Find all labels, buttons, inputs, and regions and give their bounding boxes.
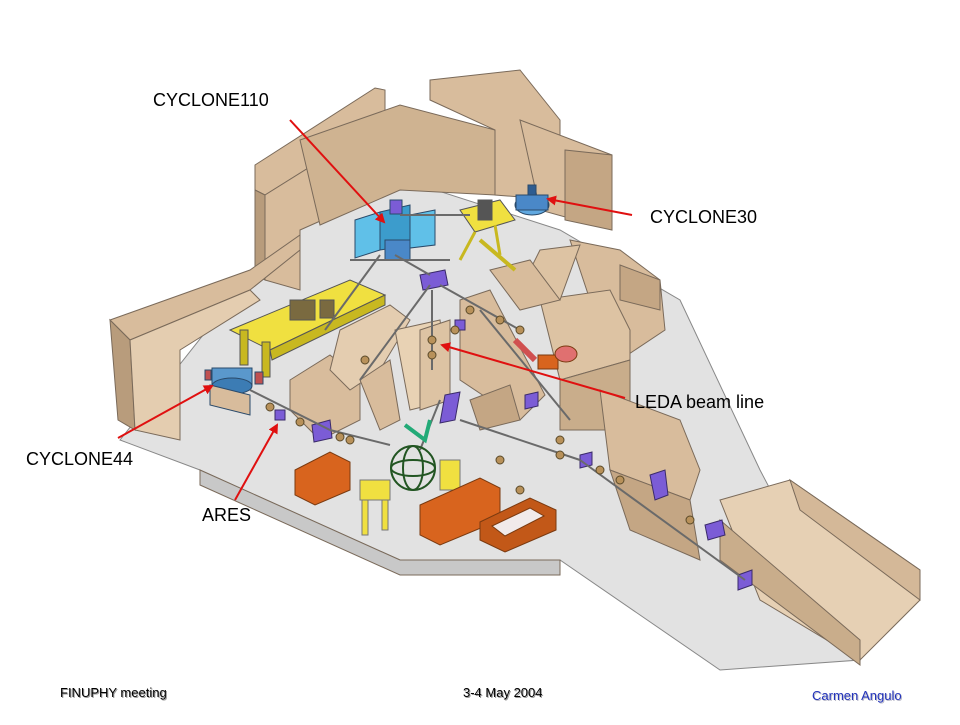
footer-right: Carmen Angulo [812,688,902,703]
label-ares: ARES [202,505,252,525]
arrow-cyclone44 [117,385,214,439]
ares-detector [390,419,436,491]
footer-left: FINUPHY meeting [60,685,167,700]
arrow-leda [440,342,626,399]
label-leda-beam-line: LEDA beam line [635,392,765,412]
label-arrows [117,119,633,501]
footer-center: 3-4 May 2004 [463,685,543,700]
arrow-ares [234,423,278,501]
arrow-cyclone30 [546,195,633,216]
cyclone44-machine [204,367,264,416]
label-cyclone44: CYCLONE44 [26,449,134,469]
orange-structures [294,337,578,553]
yellow-stand [359,459,461,536]
label-cyclone110: CYCLONE110 [153,90,269,110]
walls [109,69,921,666]
arrow-cyclone110 [289,119,386,224]
label-cyclone30: CYCLONE30 [650,207,758,227]
beam-components [265,305,695,525]
cyclone30-machine [514,184,550,216]
cyclone110-machine [354,199,436,261]
